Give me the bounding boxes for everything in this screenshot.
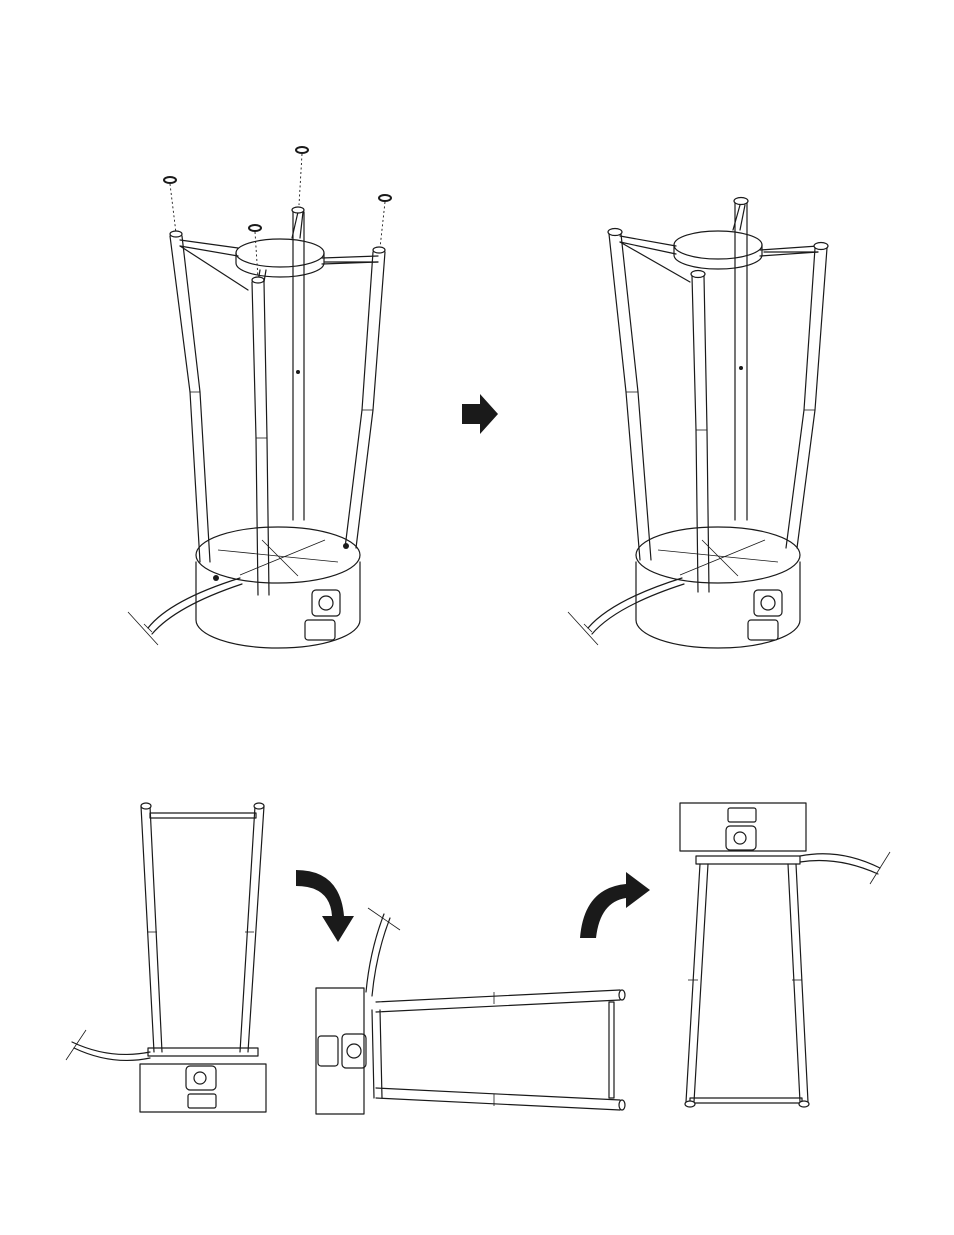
legs — [170, 207, 385, 595]
arrow-curved-up — [580, 872, 650, 938]
arrow-right — [462, 394, 498, 434]
panel-a-stand-caps-off — [128, 147, 391, 648]
panel-c-top-view — [66, 803, 266, 1112]
burner-base — [196, 527, 360, 648]
panel-e-inverted — [680, 803, 890, 1107]
arrow-curved-down — [296, 870, 354, 942]
legs-capped — [608, 198, 828, 593]
burner-base-b — [636, 527, 800, 648]
panel-d-rotated — [316, 908, 625, 1114]
panel-b-stand-caps-on — [568, 198, 828, 648]
